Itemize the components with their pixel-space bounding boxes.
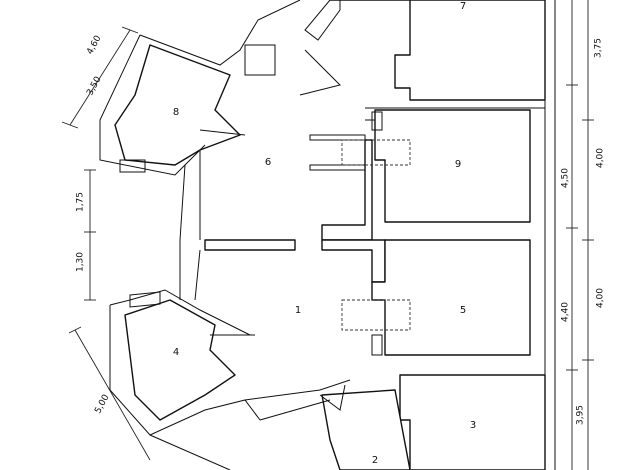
dim-label-right-6: 3,95 [576,405,586,425]
dim-label-left-top-2: 3,50 [85,75,103,98]
dim-label-right-5: 4,40 [561,302,571,322]
room-label-2: 2 [372,455,378,466]
room-label-3: 3 [470,420,476,431]
dim-label-left-mid-2: 1,30 [76,252,86,272]
outer-walls [99,0,556,470]
dim-label-right-2: 4,00 [596,148,606,168]
room-label-9: 9 [455,159,461,170]
room-label-8: 8 [173,107,179,118]
dim-label-right-3: 4,50 [561,168,571,188]
room-label-1: 1 [295,305,301,316]
room-label-6: 6 [265,157,271,168]
dim-label-right-4: 4,00 [596,288,606,308]
dim-label-left-top-1: 4,60 [85,34,103,57]
dim-label-right-1: 3,75 [594,38,604,58]
room-label-4: 4 [173,347,179,358]
room-label-5: 5 [460,305,466,316]
room-label-7: 7 [460,1,466,12]
dim-label-left-bottom: 5,00 [93,393,111,416]
dim-label-left-mid-1: 1,75 [76,192,86,212]
dimension-lines [61,0,594,470]
stairs [119,44,411,356]
